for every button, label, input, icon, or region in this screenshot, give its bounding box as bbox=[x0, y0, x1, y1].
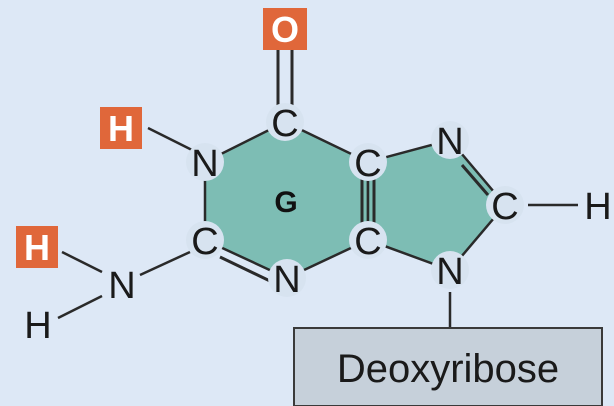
bond-n-h-amino-top bbox=[61, 250, 103, 274]
bond-n-h-amino-bottom bbox=[57, 294, 103, 320]
atom-h-right: H bbox=[584, 186, 611, 228]
deoxyribose-box bbox=[293, 327, 603, 406]
bond-c-n-amino bbox=[139, 250, 191, 277]
atom-n-amino: N bbox=[108, 265, 135, 307]
atom-n-five-bottom: N bbox=[436, 251, 463, 293]
atom-c-five-right-circle bbox=[486, 186, 524, 224]
atom-c-center-top: C bbox=[354, 143, 381, 185]
atom-n-left: N bbox=[191, 143, 218, 185]
highlight-box-o bbox=[263, 8, 307, 50]
bond-h-n-left bbox=[147, 126, 193, 152]
atom-n-five-top: N bbox=[436, 121, 463, 163]
atom-c-left: C bbox=[191, 221, 218, 263]
atom-c-five-right: C bbox=[491, 186, 518, 228]
atom-h-amino-bottom: H bbox=[24, 305, 51, 347]
atom-c-center-bottom: C bbox=[354, 221, 381, 263]
atom-c-left-circle bbox=[186, 221, 224, 259]
atom-h-top-left: H bbox=[108, 108, 134, 149]
atom-c-center-bottom-circle bbox=[349, 221, 387, 259]
atom-o-top: O bbox=[271, 9, 299, 50]
ring-label-g: G bbox=[274, 186, 297, 219]
atom-c-top-circle bbox=[266, 103, 304, 141]
atom-n-five-top-circle bbox=[431, 121, 469, 159]
double-bond-c-n-bottom bbox=[219, 255, 271, 283]
atom-c-top: C bbox=[271, 103, 298, 145]
highlight-box-h-amino-top bbox=[16, 226, 58, 268]
atom-c-center-top-circle bbox=[349, 143, 387, 181]
atom-h-amino-top: H bbox=[24, 227, 50, 268]
atom-n-bottom: N bbox=[273, 259, 300, 301]
deoxyribose-label: Deoxyribose bbox=[337, 347, 559, 391]
double-bond-n-c-five bbox=[460, 164, 490, 196]
atom-n-left-circle bbox=[186, 143, 224, 181]
atom-n-five-bottom-circle bbox=[431, 251, 469, 289]
atom-n-bottom-circle bbox=[268, 259, 306, 297]
highlight-box-h-top-left bbox=[100, 107, 142, 149]
